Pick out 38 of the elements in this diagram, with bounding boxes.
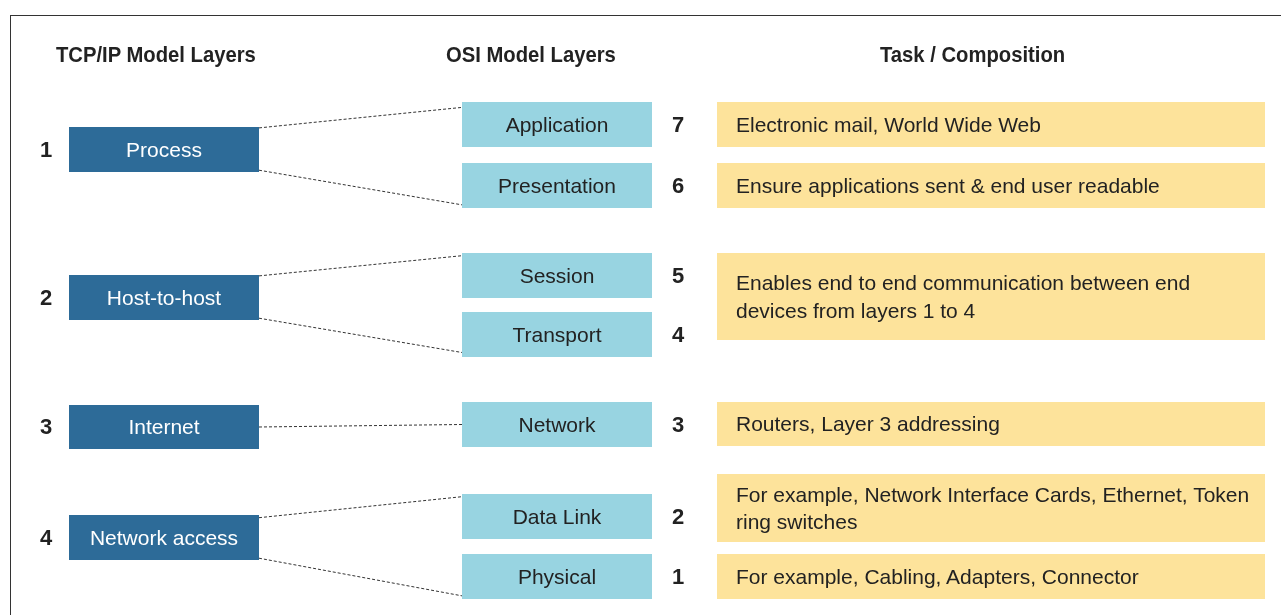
- task-box: Ensure applications sent & end user readable: [717, 163, 1265, 208]
- osi-layer-box: Transport: [462, 312, 652, 357]
- layer-number: 2: [40, 284, 53, 311]
- column-heading: Task / Composition: [880, 42, 1066, 68]
- tcp-layer-box: Network access: [69, 515, 259, 560]
- dashed-connector: [258, 424, 463, 428]
- dashed-connector: [258, 255, 463, 277]
- dashed-connector: [258, 169, 463, 206]
- dashed-connector: [258, 557, 463, 597]
- layer-number: 3: [672, 411, 685, 438]
- layer-number: 4: [672, 321, 685, 348]
- osi-layer-box: Network: [462, 402, 652, 447]
- dashed-connector: [258, 106, 463, 129]
- task-box: Enables end to end communication between end devices from layers 1 to 4: [717, 253, 1265, 340]
- layer-number: 7: [672, 111, 685, 138]
- tcp-layer-box: Process: [69, 127, 259, 172]
- task-box: For example, Cabling, Adapters, Connector: [717, 554, 1265, 599]
- layer-number: 5: [672, 262, 685, 289]
- layer-number: 1: [40, 136, 53, 163]
- layer-number: 6: [672, 172, 685, 199]
- tcp-layer-box: Host-to-host: [69, 275, 259, 320]
- osi-layer-box: Application: [462, 102, 652, 147]
- task-box: Electronic mail, World Wide Web: [717, 102, 1265, 147]
- dashed-connector: [258, 496, 463, 519]
- layer-number: 3: [40, 414, 53, 440]
- osi-layer-box: Session: [462, 253, 652, 298]
- layer-number: 1: [672, 563, 685, 590]
- column-heading: OSI Model Layers: [446, 42, 616, 68]
- osi-layer-box: Data Link: [462, 494, 652, 539]
- tcp-layer-box: Internet: [69, 405, 259, 449]
- task-box: Routers, Layer 3 addressing: [717, 402, 1265, 446]
- task-box: For example, Network Interface Cards, Ethernet, Token ring switches: [717, 474, 1265, 542]
- osi-layer-box: Presentation: [462, 163, 652, 208]
- layer-number: 4: [40, 524, 53, 551]
- column-heading: TCP/IP Model Layers: [56, 42, 256, 68]
- layer-number: 2: [672, 503, 685, 530]
- osi-layer-box: Physical: [462, 554, 652, 599]
- dashed-connector: [258, 317, 463, 353]
